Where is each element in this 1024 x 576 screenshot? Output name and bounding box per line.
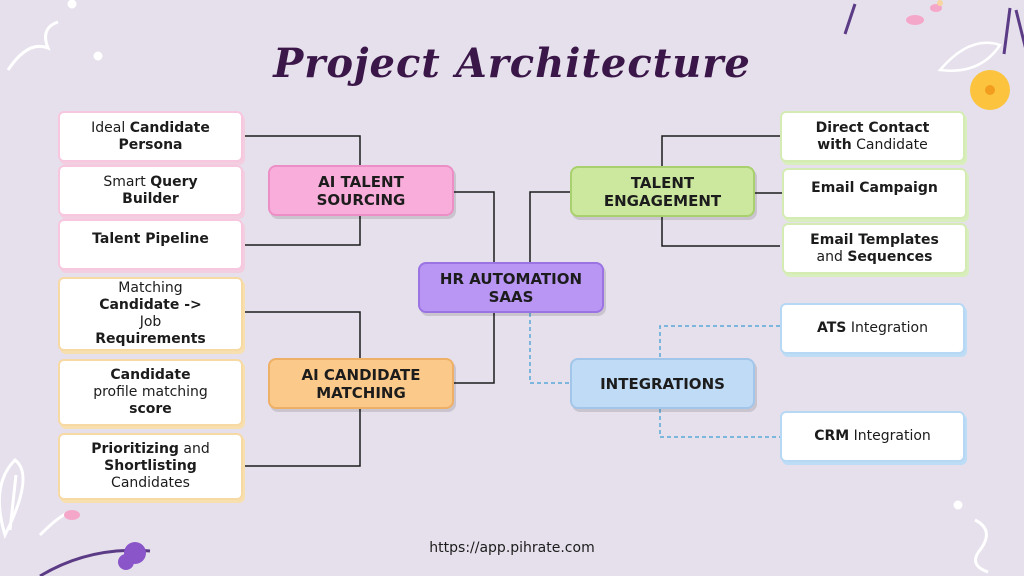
leaf-text: Integration	[846, 320, 928, 336]
leaf-text-bold: with	[817, 136, 852, 153]
page-title: Project Architecture	[273, 40, 751, 87]
flower-icon	[843, 0, 1024, 110]
leaf-text-bold: CRM	[814, 428, 850, 444]
leaf-text: Integration	[849, 428, 931, 444]
footer-url[interactable]: https://app.pihrate.com	[429, 540, 595, 556]
leaf-text-bold: score	[129, 401, 172, 417]
leaf-text: Matching	[118, 280, 183, 296]
node-label: SOURCING	[316, 190, 406, 209]
node-label: ENGAGEMENT	[603, 191, 722, 210]
leaf-text: and	[816, 248, 848, 265]
node-label: SAAS	[488, 287, 534, 306]
leaf-text-bold: Email Templates	[810, 231, 939, 248]
leaf-text: and	[178, 441, 210, 457]
leaf-text: Job	[139, 314, 162, 330]
leaf-text-bold: Candidate	[110, 367, 191, 383]
leaf-text-bold: Direct Contact	[815, 119, 930, 136]
leaf-text-bold: Sequences	[847, 248, 933, 265]
node-label: MATCHING	[316, 383, 406, 402]
node-label: TALENT	[630, 173, 695, 192]
leaf-text-bold: Builder	[122, 190, 179, 207]
node-label: AI TALENT	[318, 172, 404, 191]
leaf-text-bold: Talent Pipeline	[92, 231, 209, 247]
leaf-text-bold: Query	[150, 173, 198, 190]
leaf-text-bold: Shortlisting	[104, 458, 197, 474]
leaf-text-bold: Persona	[118, 136, 183, 153]
leaf-text-bold: Candidate ->	[99, 297, 202, 313]
node-label: INTEGRATIONS	[600, 374, 725, 393]
leaf-text: Candidates	[111, 475, 190, 491]
leaf-text-bold: Prioritizing	[91, 441, 179, 457]
flower-icon	[39, 510, 151, 576]
leaf-text: Smart	[103, 173, 151, 190]
crm-integration-leaf: CRM Integration	[780, 411, 965, 462]
ats-integration-leaf: ATS Integration	[780, 303, 965, 354]
leaf-text: profile matching	[93, 384, 208, 400]
leaf-text-bold: Requirements	[95, 331, 206, 347]
talent-pipeline-leaf: Talent Pipeline	[58, 219, 243, 270]
leaf-text: Ideal	[91, 119, 130, 136]
leaf-text-bold: Email Campaign	[811, 180, 938, 196]
leaf-text-bold: Candidate	[129, 119, 210, 136]
email-campaign-leaf: Email Campaign	[782, 168, 967, 219]
leaf-text-bold: ATS	[817, 320, 847, 336]
leaf-icon	[6, 0, 103, 71]
leaf-text: Candidate	[851, 136, 928, 153]
integrations-node: INTEGRATIONS	[570, 358, 755, 409]
node-label: AI CANDIDATE	[301, 365, 421, 384]
node-label: HR AUTOMATION	[439, 269, 583, 288]
